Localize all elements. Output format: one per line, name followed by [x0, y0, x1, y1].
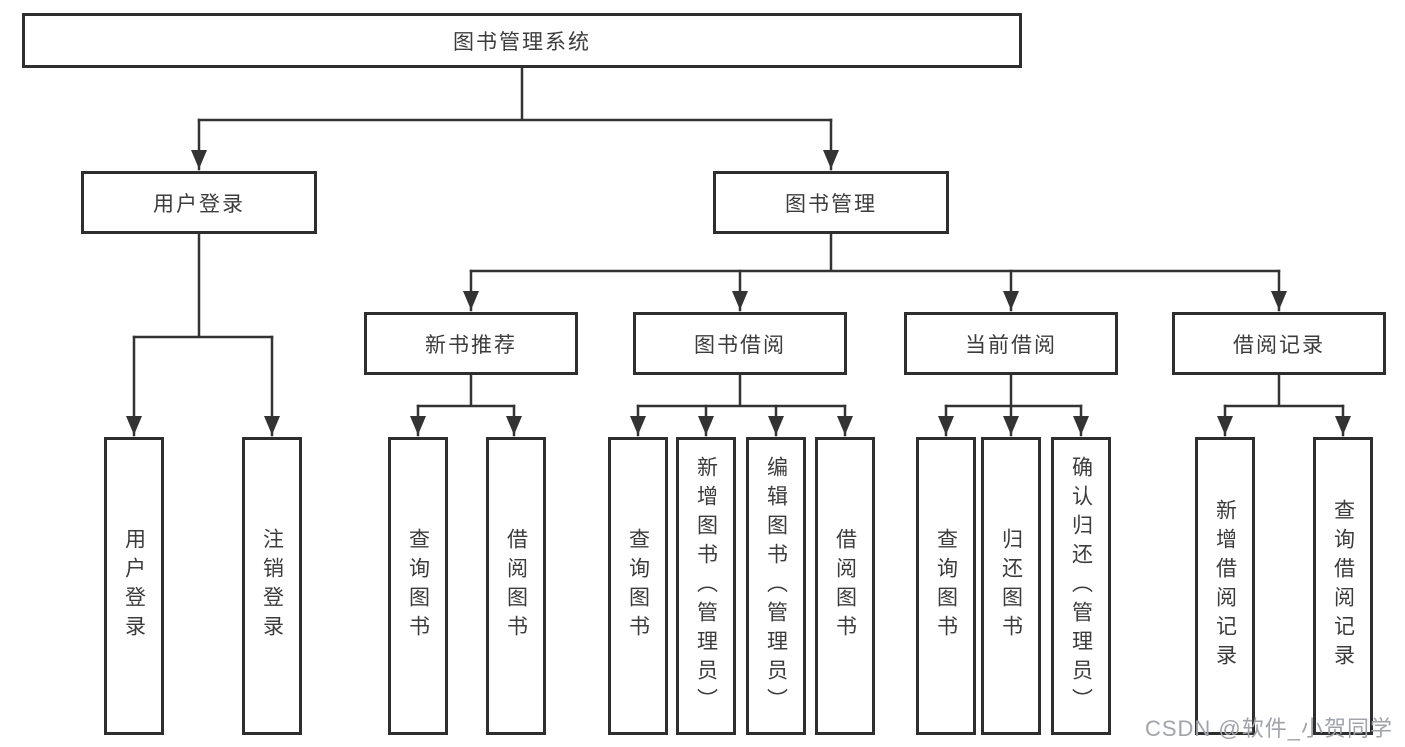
leaf-add-books-admin: 新增图书（管理员） [676, 437, 736, 735]
node-book-borrow: 图书借阅 [633, 312, 847, 375]
leaf-label: 查询借阅记录 [1331, 499, 1355, 673]
node-label: 当前借阅 [965, 333, 1057, 357]
leaf-query-books: 查询图书 [388, 437, 448, 735]
leaf-edit-books-admin: 编辑图书（管理员） [746, 437, 806, 735]
leaf-return-books: 归还图书 [981, 437, 1041, 735]
leaf-logout: 注销登录 [242, 437, 302, 735]
leaf-query-books: 查询图书 [916, 437, 976, 735]
node-label: 借阅记录 [1233, 333, 1325, 357]
leaf-label: 编辑图书（管理员） [764, 455, 788, 717]
node-label: 图书管理系统 [453, 30, 591, 54]
node-library-management-system: 图书管理系统 [22, 13, 1022, 68]
node-label: 图书借阅 [694, 333, 786, 357]
leaf-label: 查询图书 [626, 528, 650, 644]
leaf-label: 用户登录 [122, 528, 146, 644]
leaf-label: 归还图书 [999, 528, 1023, 644]
node-user-login: 用户登录 [81, 171, 317, 234]
leaf-label: 借阅图书 [833, 528, 857, 644]
leaf-add-borrow-record: 新增借阅记录 [1195, 437, 1255, 735]
leaf-label: 借阅图书 [504, 528, 528, 644]
leaf-label: 新增借阅记录 [1213, 499, 1237, 673]
leaf-label: 注销登录 [260, 528, 284, 644]
leaf-query-books: 查询图书 [608, 437, 668, 735]
node-borrow-records: 借阅记录 [1172, 312, 1386, 375]
node-new-book-recommend: 新书推荐 [364, 312, 578, 375]
leaf-borrow-books: 借阅图书 [815, 437, 875, 735]
leaf-query-borrow-record: 查询借阅记录 [1313, 437, 1373, 735]
leaf-label: 确认归还（管理员） [1069, 455, 1093, 717]
leaf-borrow-books: 借阅图书 [486, 437, 546, 735]
node-label: 图书管理 [785, 192, 877, 216]
leaf-confirm-return-admin: 确认归还（管理员） [1051, 437, 1111, 735]
csdn-watermark: CSDN @软件_小贺同学 [1144, 716, 1393, 741]
node-book-management: 图书管理 [713, 171, 949, 234]
leaf-label: 查询图书 [934, 528, 958, 644]
node-label: 用户登录 [153, 192, 245, 216]
node-current-borrow: 当前借阅 [904, 312, 1118, 375]
leaf-label: 查询图书 [406, 528, 430, 644]
node-label: 新书推荐 [425, 333, 517, 357]
leaf-user-login: 用户登录 [104, 437, 164, 735]
leaf-label: 新增图书（管理员） [694, 455, 718, 717]
